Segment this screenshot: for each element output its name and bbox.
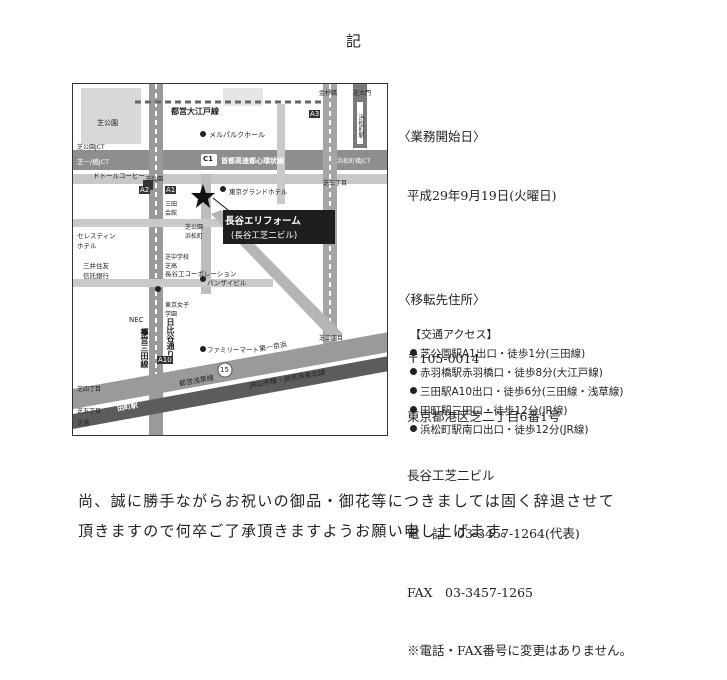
map-label-mitsui: 三井住友 信託銀行 (83, 262, 109, 280)
bullet-icon (410, 425, 417, 432)
map-label-c1: C1 (203, 155, 214, 163)
bullet-icon (410, 349, 417, 356)
map-label-expressway: 首都高速都心環状線 (221, 157, 284, 165)
access-block: 【交通アクセス】 芝公園駅A1出口・徒歩1分(三田線) 赤羽橋駅赤羽橋口・徒歩8… (410, 325, 623, 440)
map-label-mita-gakuen: 三田 会館 (165, 201, 178, 217)
callout-box (223, 210, 335, 244)
map-label-tokyo-girls: 東京女子 学園 (165, 302, 190, 318)
heading: 記 (346, 32, 362, 50)
map-label-celestine: セレスティン ホテル (77, 232, 116, 250)
access-item: 赤羽橋駅赤羽橋口・徒歩8分(大江戸線) (410, 364, 623, 383)
map-label-hamamatsucho-jct: 浜松町橋JCT (337, 158, 371, 165)
map-label-familymart: ファミリーマート (207, 346, 259, 354)
access-item: 浜松町駅南口出口・徒歩12分(JR線) (410, 421, 623, 440)
map-label-shiba-daimon: 芝大門 (353, 90, 372, 97)
map-label-shiba4: 芝四丁目 (77, 386, 102, 393)
map-label-shiba1-jct: 芝一/橋JCT (77, 158, 110, 166)
fax: FAX 03-3457-1265 (407, 584, 533, 600)
location-map: 芝公園 都営大江戸線 メルパルクホール 芝公園JCT 芝一/橋JCT C1 首都… (72, 83, 388, 436)
map-label-exit-a1: A1 (165, 186, 177, 194)
map-label-shiba-park: 芝公園 (97, 119, 118, 127)
map-label-bottom-left: 芝五丁目 (77, 408, 102, 415)
map-label-grand-hotel: 東京グランドホテル (229, 188, 288, 196)
access-item: 三田駅A10出口・徒歩6分(三田線・浅草線) (410, 383, 623, 402)
postal-code: 〒105-0014 (407, 350, 480, 366)
map-label-shibakoen-jct: 芝公園JCT (77, 144, 105, 151)
bullet-icon (410, 387, 417, 394)
access-title: 【交通アクセス】 (410, 328, 498, 341)
bullet-icon (410, 406, 417, 413)
callout-building: (長谷工芝二ビル) (231, 231, 298, 241)
map-label-shiba-nishi: 芝公園 浜松町 (185, 224, 204, 240)
map-label-route15: 15 (220, 366, 229, 374)
map-label-exit-a2: A2 (139, 186, 151, 194)
building: 長谷工芝二ビル (407, 467, 495, 483)
callout-name: 長谷エリフォーム (225, 216, 301, 227)
map-label-haseko-corp: 長谷工コーポレーション (165, 270, 237, 278)
map-label-oedo-line: 都営大江戸線 (171, 107, 219, 116)
address: 東京都港区芝二丁目6番1号 (407, 409, 561, 424)
map-label-hibiya-dori: 日比谷通り (166, 318, 175, 358)
start-date: 平成29年9月19日(火曜日) (407, 187, 557, 203)
footer-line-1: 尚、誠に勝手ながらお祝いの御品・御花等につきましては固く辞退させて (78, 492, 616, 510)
map-svg (73, 84, 387, 435)
note: ※電話・FAX番号に変更はありません。 (407, 643, 633, 658)
map-label-exit-a10: A10 (157, 356, 173, 364)
map-label-shiba-sanchome: 芝三丁目 (323, 180, 348, 187)
map-label-shiba-ura: 芝浦 (77, 420, 90, 427)
map-label-dormy: ドトールコーヒー (93, 172, 145, 180)
map-label-melparque: メルパルクホール (209, 131, 265, 139)
map-label-kanasugibashi: 金杉橋 (319, 90, 338, 97)
tel: 電 話 03-3457-1264(代表) (407, 526, 580, 541)
access-item: 田町駅三田口・徒歩12分(JR線) (410, 402, 623, 421)
footer-line-2: 頂きますので何卒ご了承頂きますようお願い申し上げます。 (78, 522, 517, 540)
map-label-pancake: パンザイビル (207, 279, 247, 287)
jr-lines (73, 356, 387, 429)
map-label-shiba2: 芝二丁目 (319, 335, 344, 342)
map-label-nec: NEC (129, 316, 144, 324)
start-title: 〈業務開始日〉 (398, 129, 486, 144)
address-title: 〈移転先住所〉 (398, 292, 486, 307)
map-label-shibakoen-station: 芝公園 (145, 176, 164, 183)
map-label-mita-line: 都営三田線 (140, 328, 149, 368)
access-item: 芝公園駅A1出口・徒歩1分(三田線) (410, 345, 623, 364)
map-label-shiba-jhs: 芝中学校 芝高 (165, 254, 190, 270)
footer-note: 尚、誠に勝手ながらお祝いの御品・御花等につきましては固く辞退させて 頂きますので… (78, 486, 615, 546)
bullet-icon (410, 368, 417, 375)
map-label-exit-a3: A3 (309, 110, 321, 118)
location-star-icon (191, 184, 215, 208)
map-label-hamamatsucho: 浜松町駅 (357, 114, 364, 138)
park-area (81, 88, 141, 144)
